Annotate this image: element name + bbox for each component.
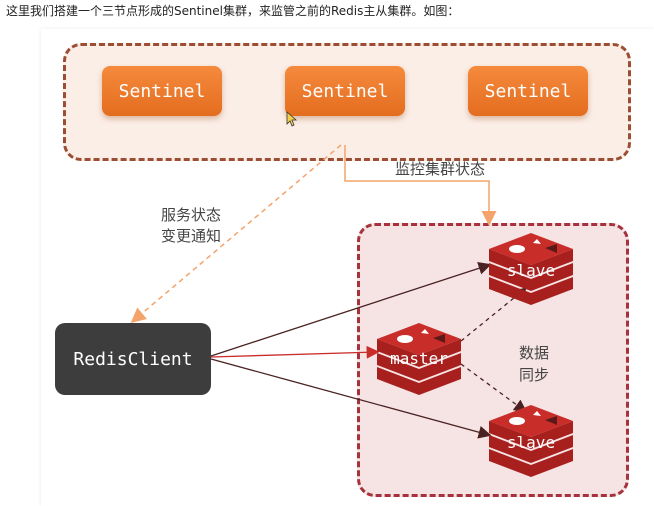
- notify-line: [130, 144, 342, 323]
- mouse-cursor-icon: [286, 111, 298, 127]
- slave-bottom-label: slave: [506, 433, 556, 452]
- sync-line-top: [460, 287, 528, 342]
- architecture-diagram: Sentinel Sentinel Sentinel RedisClient 监…: [41, 29, 654, 506]
- sentinel-node-3: Sentinel: [468, 66, 588, 116]
- caption: 这里我们搭建一个三节点形成的Sentinel集群，来监管之前的Redis主从集群…: [6, 4, 460, 18]
- sync-line-bottom: [460, 363, 528, 413]
- client-to-slave-bottom-line: [210, 358, 492, 439]
- redis-logo-icon-slave-bottom: [489, 405, 573, 477]
- connector-lines: [130, 144, 573, 477]
- slave-top-label: slave: [506, 261, 556, 280]
- redis-logo-icon-slave-top: [489, 233, 573, 305]
- sync-label-line2: 同步: [519, 366, 550, 384]
- master-label: master: [390, 349, 448, 368]
- sync-label-line1: 数据: [519, 344, 550, 362]
- sentinel-node-1: Sentinel: [102, 66, 222, 116]
- notify-label-line2: 变更通知: [161, 227, 222, 245]
- redis-logo-icon-master: [377, 323, 461, 395]
- redis-client-node: RedisClient: [55, 323, 211, 395]
- sentinel-node-2: Sentinel: [285, 66, 405, 116]
- monitor-label: 监控集群状态: [395, 160, 486, 178]
- monitor-line: [344, 145, 497, 226]
- notify-label-line1: 服务状态: [161, 206, 222, 224]
- client-to-master-line: [210, 345, 380, 359]
- client-to-slave-top-line: [210, 262, 492, 357]
